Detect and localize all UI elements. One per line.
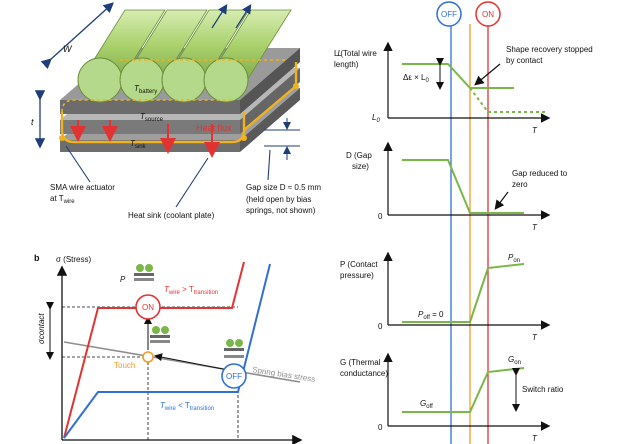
d-t-axis: T [532,223,538,232]
p-curve [402,263,525,323]
t-label: t [31,117,34,127]
l0-label: L0 [372,113,380,124]
battery-touch-icon [150,326,170,343]
p-on-label: Pon [508,253,520,264]
d-curve [402,159,524,214]
gap-label-line3: springs, not shown) [246,206,316,215]
top-plate-front [60,100,240,114]
pressure-p-label: P [120,275,126,284]
cold-condition-label: Twire < Ttransition [160,401,214,412]
p-title-line2: pressure) [340,271,374,280]
sigma-contact-label: σcontact [37,313,46,344]
svg-text:ON: ON [482,10,494,19]
battery-contact-icon [134,264,154,281]
l-t-axis: T [532,126,538,135]
heat-sink-side [240,88,300,152]
gap-label-line1: Gap size D ≈ 0.5 mm [246,183,321,192]
on-badge: ON [475,1,501,27]
sma-wire-label-line2: at Twire [50,194,75,205]
l-curve-dashed [469,87,548,113]
d-note-line1: Gap reduced to [512,169,568,178]
d-title-line1: D (Gap [346,151,372,160]
p-zero: 0 [378,322,383,331]
p-t-axis: T [532,333,538,342]
gap-label-line2: (held open by bias [246,195,311,204]
spring-bias-line [63,341,301,383]
on-state-marker: ON [135,294,161,320]
panel-b: b σ (Stress) σcontact Spring bias stress… [34,253,316,444]
d-zero: 0 [378,212,383,221]
g-zero: 0 [378,423,383,432]
stress-axis-label: σ (Stress) [56,255,91,264]
g-curve [402,367,525,413]
g-t-axis: T [532,434,538,443]
p-title-line1: P (Contact [340,260,378,269]
panel-b-letter: b [34,253,40,263]
t-battery-label: Tbattery [134,84,157,95]
svg-text:OFF: OFF [441,10,457,19]
spring-bias-label: Spring bias stress [252,365,316,384]
touch-point [142,351,154,363]
panel-a: W t [31,2,321,220]
heat-flux-label: Heat flux [196,123,232,133]
g-on-label: Gon [508,355,521,366]
sma-wire-label-line1: SMA wire actuator [50,183,115,192]
l-delta-label: Δε × L0 [403,73,429,84]
battery-cells [77,9,292,103]
off-state-label: OFF [226,372,242,381]
l-title-line1: LL (Total wire [334,49,377,58]
right-panels: OFF ON LL (Total wire length) L0 Δε × L0… [334,1,593,444]
off-state-marker: OFF [221,363,247,389]
l-note-line2: by contact [506,56,543,65]
on-state-label: ON [142,303,154,312]
l-curve-solid [402,63,514,89]
battery-open-icon [224,339,244,358]
t-source-label: Tsource [140,112,164,123]
hot-stress-curve [63,261,245,439]
touch-label: Touch [114,361,135,370]
g-note: Switch ratio [522,385,564,394]
top-plate-side [240,48,300,114]
g-off-label: Goff [420,399,433,410]
g-title-line2: conductance) [340,369,388,378]
w-dimension-arrow [40,2,114,70]
heat-sink-label: Heat sink (coolant plate) [128,211,215,220]
l-note-line1: Shape recovery stopped [506,45,593,54]
source-plate-side [240,68,300,134]
cold-stress-curve [63,263,271,439]
sma-wire [59,59,299,144]
hot-condition-label: Twire > Ttransition [164,285,218,296]
d-title-line2: size) [352,162,369,171]
d-note-line2: zero [512,180,528,189]
l-title-line2: length) [334,60,359,69]
g-title-line1: G (Thermal [340,358,381,367]
heat-flux-arrows [70,120,220,158]
p-off-label: Poff = 0 [418,310,444,321]
off-badge: OFF [436,1,462,27]
t-sink-label: Tsink [130,139,147,150]
w-label: W [63,44,73,54]
